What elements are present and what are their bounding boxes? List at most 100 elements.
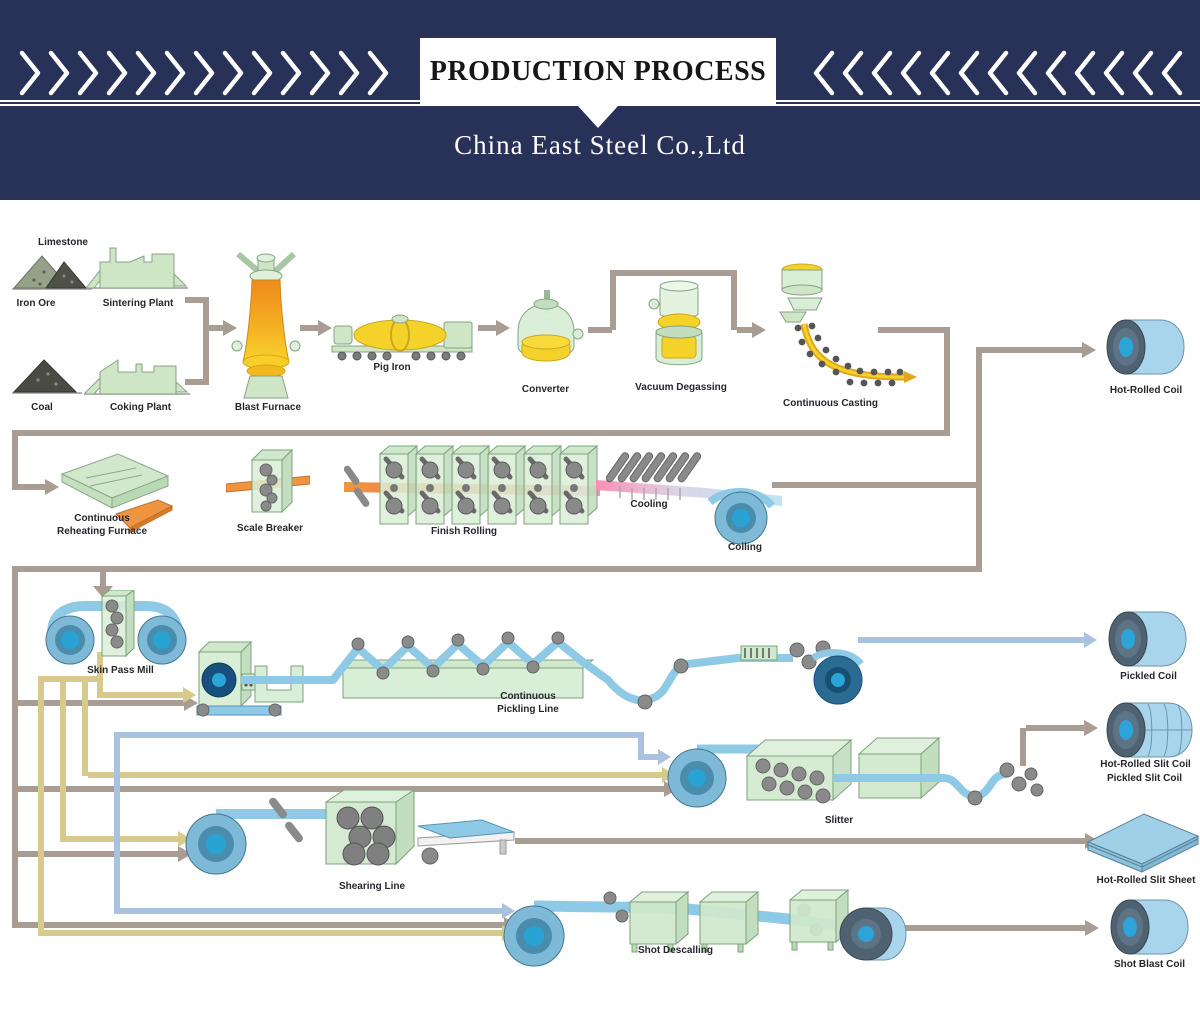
company-name: China East Steel Co.,Ltd	[454, 130, 746, 160]
chevrons-left-icon	[792, 50, 1184, 96]
finish-rolling-icon	[344, 442, 600, 534]
label-coking-plant: Coking Plant	[109, 402, 172, 413]
coking-plant-icon	[84, 359, 190, 395]
label-pickling-line: Continuous Pickling Line	[497, 691, 559, 715]
shearing-line-icon	[185, 790, 515, 875]
arrow-to-pig-iron	[318, 320, 332, 336]
label-blast-furnace: Blast Furnace	[234, 402, 302, 413]
label-continuous-casting: Continuous Casting	[783, 398, 878, 409]
connector-to-slit-sheet	[515, 838, 1085, 844]
continuous-casting-icon	[779, 263, 917, 387]
connector-vd-left	[610, 270, 616, 330]
vacuum-degassing-icon	[648, 280, 703, 366]
connector-shearing-feed-taupe	[18, 851, 178, 857]
connector-slitter-feed-blue	[638, 754, 658, 760]
label-shearing-line: Shearing Line	[338, 881, 406, 892]
slit-coil-icon	[1106, 702, 1193, 758]
coiling-coil-icon	[708, 487, 776, 545]
connector-skinpass-stub	[100, 570, 106, 586]
label-pig-iron: Pig Iron	[373, 362, 411, 373]
connector-to-hrc	[982, 347, 1082, 353]
connector-khaki-rail-c	[82, 676, 88, 776]
label-coal: Coal	[31, 402, 53, 413]
chevrons-right-icon	[18, 50, 410, 96]
connector-downstream-top	[12, 566, 978, 572]
connector-descaling-feed-blue	[120, 908, 502, 914]
iron-ore-pile-icon	[12, 255, 92, 290]
label-coiling: Coiling	[728, 542, 762, 553]
arrow-to-shot-blast-coil	[1085, 920, 1099, 936]
reheating-furnace-icon	[60, 453, 174, 533]
connector-converter-out	[588, 327, 612, 333]
label-vacuum-degassing: Vacuum Degassing	[635, 382, 727, 393]
connector-to-casting	[737, 327, 752, 333]
arrow-slitter-feed-blue	[658, 749, 671, 765]
connector-to-reheating	[18, 484, 45, 490]
converter-icon	[517, 290, 584, 362]
connector-hrc-riser	[976, 347, 982, 572]
connector-coiling-out	[772, 482, 980, 488]
continuous-pickling-line-icon	[196, 631, 864, 717]
connector-khaki-rail-a	[38, 676, 44, 936]
shot-descaling-icon	[503, 889, 907, 967]
connector-coking-out	[185, 379, 207, 385]
label-slit-sheet: Hot-Rolled Slit Sheet	[1096, 875, 1196, 886]
slitter-icon	[667, 736, 1044, 808]
arrow-to-hot-rolled-coil	[1082, 342, 1096, 358]
connector-skinpass-out	[97, 652, 103, 698]
label-slitter: Slitter	[824, 815, 854, 826]
arrow-to-reheating	[45, 479, 59, 495]
label-shot-descaling: Shot Descalling	[637, 945, 713, 956]
label-hot-rolled-coil: Hot-Rolled Coil	[1109, 385, 1183, 396]
header-banner: PRODUCTION PROCESS China East Steel Co.,…	[0, 0, 1200, 200]
connector-descaling-feed-taupe	[18, 922, 504, 928]
connector-left-rail-taupe	[12, 566, 18, 928]
arrow-to-casting	[752, 322, 766, 338]
connector-blue-top	[114, 732, 644, 738]
label-finish-rolling: Finish Rolling	[430, 526, 498, 537]
connector-raw-junction	[203, 297, 209, 385]
arrow-descaling-feed-blue	[502, 903, 515, 919]
connector-blue-slitter-drop	[638, 732, 644, 760]
connector-bf-pigiron	[300, 325, 318, 331]
pickled-coil-icon	[1108, 611, 1187, 667]
slit-sheet-stack-icon	[1086, 813, 1200, 873]
banner-title-tail	[578, 106, 618, 128]
page-title: PRODUCTION PROCESS	[429, 56, 767, 87]
connector-row2-left	[12, 430, 18, 490]
connector-vd-top	[610, 270, 737, 276]
arrow-to-slit-coil	[1084, 720, 1098, 736]
coal-pile-icon	[12, 359, 82, 394]
connector-vd-right	[731, 270, 737, 330]
connector-slitter-feed-taupe	[18, 786, 664, 792]
connector-descaling-feed-khaki	[44, 930, 502, 936]
connector-to-slit-coil	[1026, 725, 1084, 731]
arrow-to-converter	[496, 320, 510, 336]
connector-blue-rail	[114, 732, 120, 914]
connector-slitter-out-riser	[1020, 728, 1026, 766]
connector-pickling-feed-taupe	[18, 700, 184, 706]
label-slit-coil-line2: Pickled Slit Coil	[1106, 773, 1183, 784]
arrow-to-pickled-coil	[1084, 632, 1097, 648]
laminar-cooling-icon	[606, 452, 702, 500]
connector-sintering-out	[185, 297, 207, 303]
hot-rolled-coil-icon	[1106, 319, 1185, 375]
banner-title-box: PRODUCTION PROCESS	[420, 38, 776, 106]
shot-blast-coil-icon	[1110, 899, 1189, 955]
label-reheating-furnace: Continuous Reheating Furnace	[56, 513, 148, 537]
connector-row2-top	[12, 430, 950, 436]
sintering-plant-icon	[86, 247, 188, 289]
connector-pickling-feed-khaki	[97, 692, 183, 698]
connector-to-pickled-coil	[858, 637, 1084, 643]
connector-casting-out	[878, 327, 950, 333]
label-pickled-coil: Pickled Coil	[1120, 671, 1177, 682]
label-shot-blast-coil: Shot Blast Coil	[1113, 959, 1186, 970]
blast-furnace-icon	[231, 251, 301, 399]
label-converter: Converter	[521, 384, 570, 395]
skin-pass-mill-icon	[45, 590, 187, 665]
label-iron-ore: Iron Ore	[16, 298, 56, 309]
label-limestone: Limestone	[37, 237, 88, 248]
connector-khaki-top	[38, 676, 103, 682]
pig-iron-torpedo-car-icon	[331, 314, 473, 361]
label-slit-coil-line1: Hot-Rolled Slit Coil	[1100, 759, 1191, 770]
